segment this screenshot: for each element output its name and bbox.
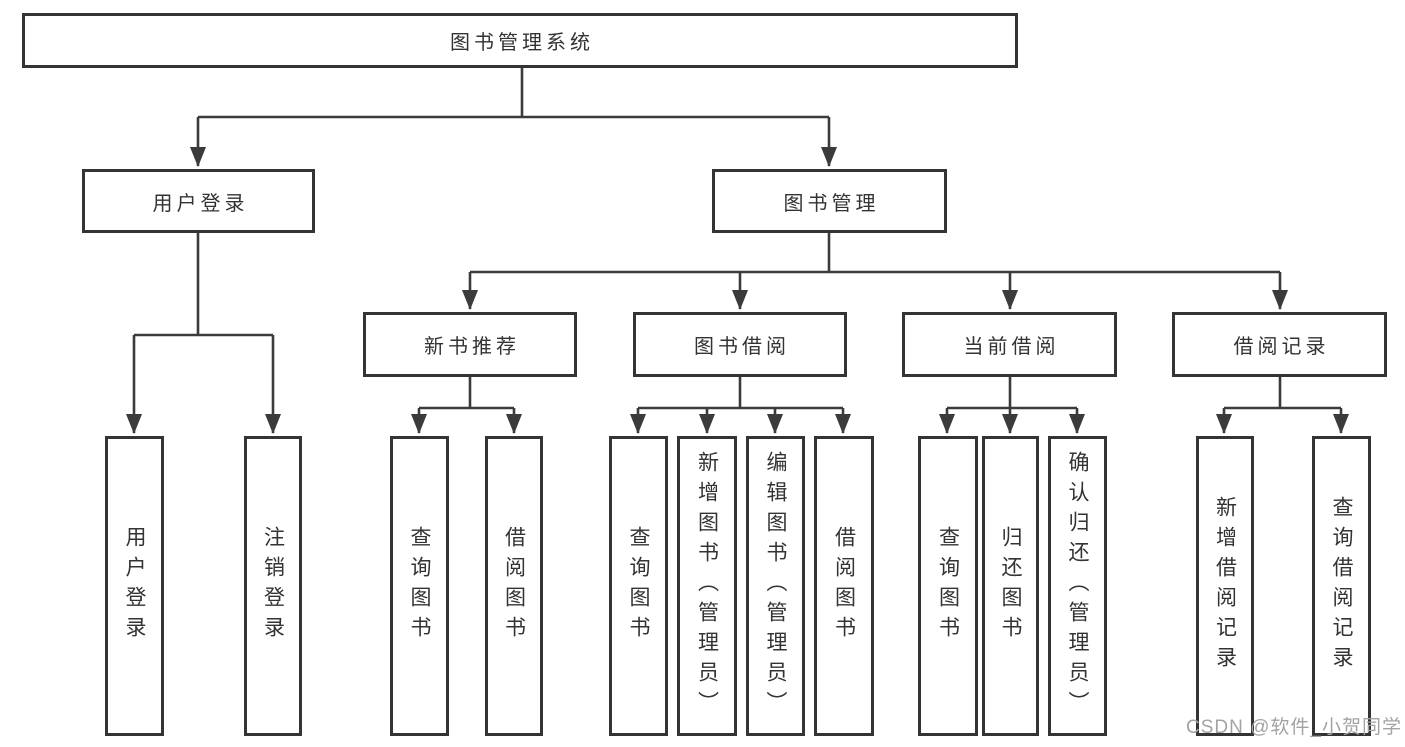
leaf-logout-login: 注销登录	[244, 436, 302, 736]
leaf-edit-book-admin: 编辑图书（管理员）	[746, 436, 805, 736]
leaf-label: 编辑图书（管理员）	[764, 451, 787, 721]
leaf-label: 新增图书（管理员）	[695, 451, 719, 721]
leaf-label: 查询图书	[408, 526, 431, 646]
node-book-manage: 图书管理	[712, 169, 947, 233]
node-current-borrow: 当前借阅	[902, 312, 1117, 377]
node-book-borrow: 图书借阅	[633, 312, 847, 377]
leaf-label: 查询借阅记录	[1330, 496, 1353, 676]
csdn-watermark: CSDN @软件_小贺同学	[1186, 717, 1402, 738]
node-library-system-root: 图书管理系统	[22, 13, 1018, 68]
leaf-label: 查询图书	[936, 526, 960, 646]
node-label: 图书借阅	[694, 336, 790, 358]
node-label: 当前借阅	[963, 336, 1060, 358]
leaf-add-borrow-record: 新增借阅记录	[1196, 436, 1254, 736]
leaf-user-login: 用户登录	[105, 436, 164, 736]
leaf-label: 借阅图书	[832, 526, 856, 646]
leaf-label: 用户登录	[123, 526, 146, 646]
leaf-label: 归还图书	[999, 526, 1022, 646]
node-label: 图书管理	[783, 192, 880, 215]
leaf-borrow-book-recommend: 借阅图书	[485, 436, 543, 736]
leaf-query-book-current: 查询图书	[918, 436, 978, 736]
leaf-label: 查询图书	[627, 526, 650, 646]
node-borrow-records: 借阅记录	[1172, 312, 1387, 377]
node-user-login: 用户登录	[82, 169, 315, 233]
leaf-query-book-borrow: 查询图书	[609, 436, 668, 736]
leaf-label: 注销登录	[261, 526, 285, 646]
leaf-label: 确认归还（管理员）	[1066, 451, 1089, 721]
node-label: 新书推荐	[424, 336, 520, 358]
node-label: 借阅记录	[1233, 336, 1330, 358]
leaf-query-book-recommend: 查询图书	[390, 436, 449, 736]
leaf-confirm-return-admin: 确认归还（管理员）	[1048, 436, 1107, 736]
node-label: 图书管理系统	[450, 32, 594, 54]
leaf-label: 借阅图书	[502, 526, 526, 646]
leaf-add-book-admin: 新增图书（管理员）	[677, 436, 737, 736]
leaf-label: 新增借阅记录	[1213, 496, 1237, 676]
leaf-return-book: 归还图书	[982, 436, 1039, 736]
leaf-borrow-book: 借阅图书	[814, 436, 874, 736]
node-label: 用户登录	[152, 192, 249, 215]
node-new-book-recommend: 新书推荐	[363, 312, 577, 377]
leaf-query-borrow-record: 查询借阅记录	[1312, 436, 1371, 736]
